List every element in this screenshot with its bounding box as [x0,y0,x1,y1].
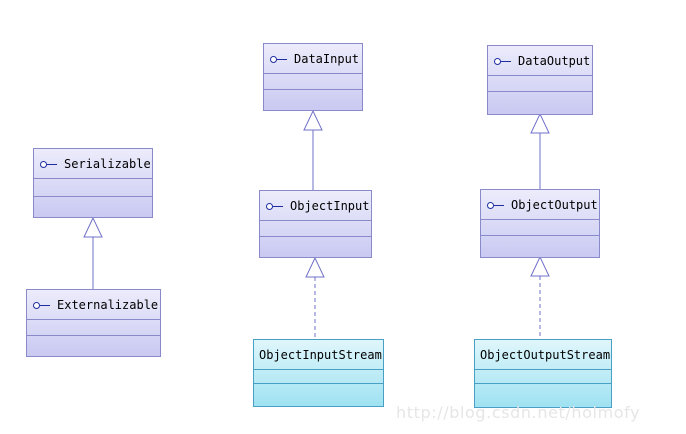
interface-lollipop-icon [40,160,58,168]
attributes-compartment [254,370,383,384]
interface-objectinput-name: ObjectInput [290,198,370,213]
operations-compartment [481,236,599,257]
attributes-compartment [34,179,152,197]
interface-serializable-header: Serializable [34,149,152,179]
interface-serializable-name: Serializable [64,156,151,171]
generalization-arrowhead-datainput [303,109,323,131]
operations-compartment [254,384,383,406]
operations-compartment [264,90,362,110]
class-objectinputstream[interactable]: ObjectInputStream [253,339,384,407]
watermark-url: http://blog.csdn.net/holmofy [396,403,641,422]
attributes-compartment [264,74,362,90]
interface-serializable[interactable]: Serializable [33,148,153,218]
interface-objectoutput-header: ObjectOutput [481,190,599,220]
attributes-compartment [260,221,371,237]
interface-externalizable[interactable]: Externalizable [26,289,161,357]
interface-externalizable-name: Externalizable [57,297,159,312]
interface-lollipop-icon [487,201,505,209]
interface-datainput-header: DataInput [264,44,362,74]
interface-externalizable-header: Externalizable [27,290,160,320]
interface-lollipop-icon [270,55,288,63]
attributes-compartment [27,320,160,336]
operations-compartment [260,237,371,257]
interface-objectinput[interactable]: ObjectInput [259,190,372,258]
class-objectoutputstream-header: ObjectOutputStream [475,340,611,370]
interface-datainput-name: DataInput [294,51,360,66]
interface-lollipop-icon [266,202,284,210]
attributes-compartment [488,76,592,92]
attributes-compartment [475,370,611,384]
generalization-arrowhead-dataoutput [530,112,550,134]
interface-lollipop-icon [33,301,51,309]
generalization-arrowhead-serializable [83,216,103,238]
operations-compartment [34,197,152,217]
interface-lollipop-icon [494,57,512,65]
interface-dataoutput-header: DataOutput [488,46,592,76]
interface-objectoutput[interactable]: ObjectOutput [480,189,600,258]
interface-dataoutput-name: DataOutput [518,53,591,68]
class-objectinputstream-name: ObjectInputStream [259,347,382,362]
realization-arrowhead-objectinput [305,256,325,278]
operations-compartment [488,92,592,114]
class-objectoutputstream[interactable]: ObjectOutputStream [474,339,612,408]
class-objectoutputstream-name: ObjectOutputStream [480,347,611,362]
interface-dataoutput[interactable]: DataOutput [487,45,593,115]
class-objectinputstream-header: ObjectInputStream [254,340,383,370]
interface-objectinput-header: ObjectInput [260,191,371,221]
interface-datainput[interactable]: DataInput [263,43,363,111]
realization-arrowhead-objectoutput [530,255,550,277]
interface-objectoutput-name: ObjectOutput [511,197,598,212]
attributes-compartment [481,220,599,236]
operations-compartment [27,336,160,356]
